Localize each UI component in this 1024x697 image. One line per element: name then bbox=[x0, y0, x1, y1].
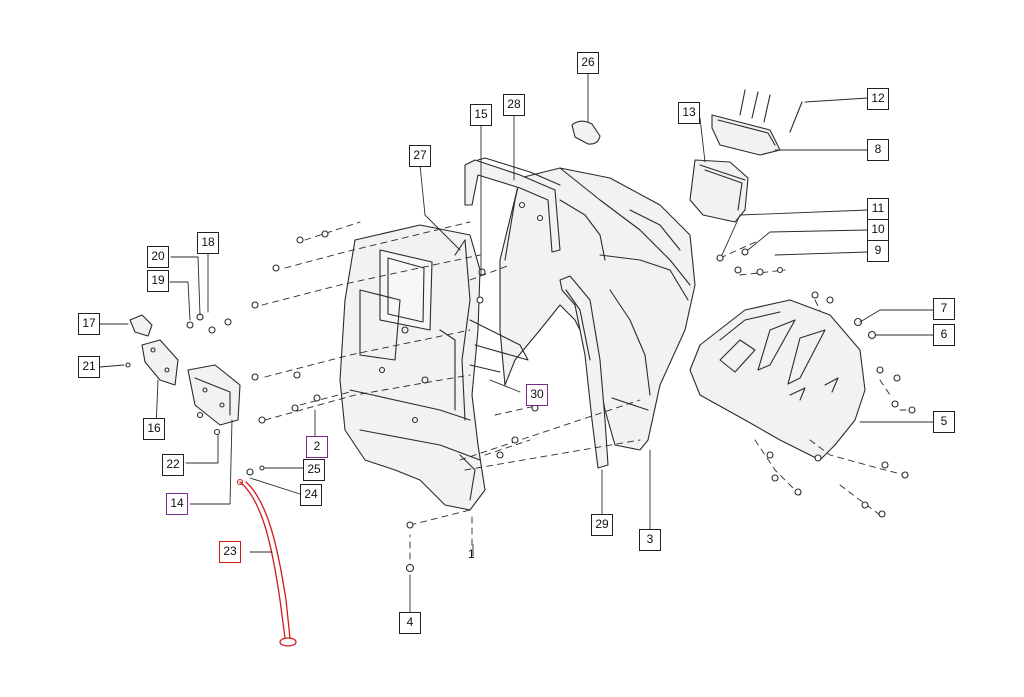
callout-21[interactable]: 21 bbox=[78, 356, 100, 378]
callout-13[interactable]: 13 bbox=[678, 102, 700, 124]
callout-15[interactable]: 15 bbox=[470, 104, 492, 126]
plate bbox=[689, 299, 866, 461]
callout-16[interactable]: 16 bbox=[143, 418, 165, 440]
callout-29[interactable]: 29 bbox=[591, 514, 613, 536]
callout-20[interactable]: 20 bbox=[147, 246, 169, 268]
side-shell bbox=[499, 167, 696, 451]
bracket-17 bbox=[129, 314, 153, 337]
callout-25[interactable]: 25 bbox=[303, 459, 325, 481]
callout-4[interactable]: 4 bbox=[399, 612, 421, 634]
callout-7[interactable]: 7 bbox=[933, 298, 955, 320]
callout-5[interactable]: 5 bbox=[933, 411, 955, 433]
callout-30[interactable]: 30 bbox=[526, 384, 548, 406]
callout-14[interactable]: 14 bbox=[166, 493, 188, 515]
tray bbox=[711, 114, 781, 156]
callout-22[interactable]: 22 bbox=[162, 454, 184, 476]
callout-3[interactable]: 3 bbox=[639, 529, 661, 551]
callout-11[interactable]: 11 bbox=[867, 198, 889, 220]
callout-27[interactable]: 27 bbox=[409, 145, 431, 167]
callout-12[interactable]: 12 bbox=[867, 88, 889, 110]
strip-upper bbox=[464, 159, 561, 253]
knob bbox=[571, 120, 601, 145]
callout-2[interactable]: 2 bbox=[306, 436, 328, 458]
callout-17[interactable]: 17 bbox=[78, 313, 100, 335]
callout-10[interactable]: 10 bbox=[867, 219, 889, 241]
callout-19[interactable]: 19 bbox=[147, 270, 169, 292]
strip-29 bbox=[559, 275, 609, 469]
callout-8[interactable]: 8 bbox=[867, 139, 889, 161]
bracket-16 bbox=[141, 339, 179, 386]
callout-23[interactable]: 23 bbox=[219, 541, 241, 563]
callout-28[interactable]: 28 bbox=[503, 94, 525, 116]
cup bbox=[689, 159, 749, 223]
callout-26[interactable]: 26 bbox=[577, 52, 599, 74]
callout-24[interactable]: 24 bbox=[300, 484, 322, 506]
main-panel bbox=[339, 224, 486, 511]
callout-9[interactable]: 9 bbox=[867, 240, 889, 262]
bracket-22 bbox=[187, 364, 241, 426]
callout-6[interactable]: 6 bbox=[933, 324, 955, 346]
callout-18[interactable]: 18 bbox=[197, 232, 219, 254]
label-1: 1 bbox=[468, 547, 475, 561]
rod bbox=[239, 481, 286, 639]
